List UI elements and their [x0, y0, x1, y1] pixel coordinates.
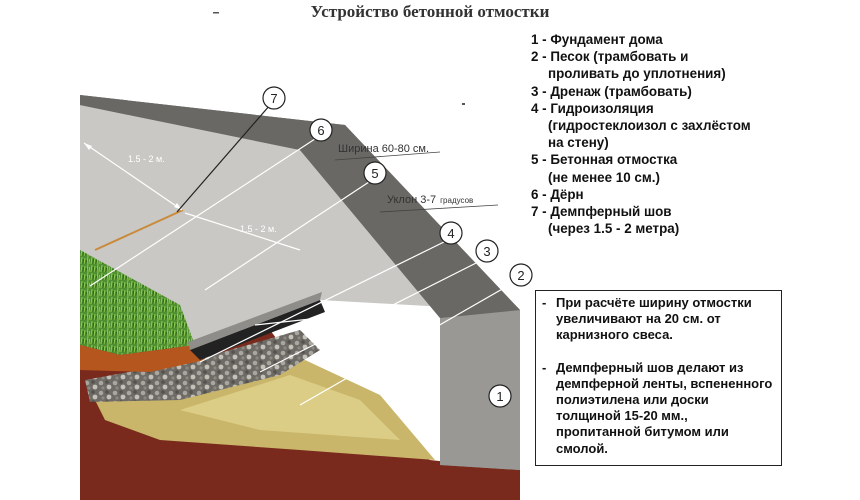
- legend-line: проливать до уплотнения): [548, 66, 726, 82]
- legend-line: 1 - Фундамент дома: [531, 32, 663, 47]
- legend: 1 - Фундамент дома 2 - Песок (трамбовать …: [531, 31, 851, 237]
- callout-5: 5: [363, 161, 387, 185]
- callout-1-number: 1: [496, 389, 503, 404]
- damper-joint: [94, 209, 184, 251]
- callout-4: 4: [439, 221, 463, 245]
- callout-2: 2: [509, 263, 533, 287]
- callout-6: 6: [309, 118, 333, 142]
- note-text-1: При расчёте ширину отмостки увеличивают …: [556, 295, 752, 343]
- leader-2: [299, 279, 519, 406]
- slope-value: Уклон 3-7: [387, 194, 436, 206]
- dim-arrow-width: [254, 317, 321, 326]
- leader-6: [89, 136, 319, 287]
- leader-3: [259, 257, 487, 373]
- callout-5-number: 5: [371, 166, 378, 181]
- legend-line: 2 - Песок (трамбовать и: [531, 49, 689, 65]
- sand-highlight: [180, 375, 400, 440]
- legend-line: 5 - Бетонная отмостка: [531, 152, 678, 168]
- callout-7-number: 7: [270, 91, 277, 106]
- slab-edge: [188, 292, 322, 350]
- concrete-blind-area: [80, 95, 500, 350]
- leader-7: [176, 104, 271, 213]
- grass-turf: [80, 250, 195, 355]
- legend-line: 4 - Гидроизоляция: [531, 100, 654, 116]
- callout-1: 1: [488, 384, 512, 408]
- leader-4: [199, 239, 449, 363]
- legend-line: 3 - Дренаж (трамбовать): [531, 83, 692, 99]
- legend-line: (гидростеклоизол с захлёстом: [548, 118, 751, 134]
- callout-4-number: 4: [447, 226, 454, 241]
- note-item: - Демпферный шов делают из демпферной ле…: [542, 360, 775, 457]
- dim-label-mid: 1.5 - 2 м.: [240, 224, 277, 234]
- legend-line: (не менее 10 см.): [548, 169, 660, 185]
- leader-5: [204, 179, 373, 291]
- legend-line: (через 1.5 - 2 метра): [548, 221, 680, 237]
- diagram-title: Устройство бетонной отмостки: [310, 2, 550, 21]
- gravel-drainage: [85, 330, 320, 402]
- callout-2-number: 2: [517, 268, 524, 283]
- note-text-2: Демпферный шов делают из демпферной лент…: [556, 359, 773, 456]
- note-item: - При расчёте ширину отмостки увеличиваю…: [542, 295, 775, 344]
- leader-width: [334, 151, 441, 161]
- legend-line: 7 - Демпферный шов: [531, 204, 672, 220]
- callout-7: 7: [262, 86, 286, 110]
- waterproofing-layer: [190, 300, 325, 360]
- callout-3-number: 3: [483, 244, 490, 259]
- slope-label: Уклон 3-7 градусов: [387, 194, 473, 206]
- note-dash: -: [542, 359, 547, 375]
- dim-label-top: 1.5 - 2 м.: [128, 154, 165, 164]
- dim-arrow-mid: [184, 212, 301, 251]
- foundation-front-face: [440, 310, 520, 470]
- legend-line: 6 - Дёрн: [531, 186, 584, 202]
- stray-mark-top: [213, 12, 219, 14]
- dim-arrow-top: [83, 142, 183, 211]
- turf-soil: [80, 345, 205, 372]
- note-dash: -: [542, 295, 547, 310]
- slope-unit: градусов: [440, 196, 473, 205]
- note-gap: [542, 344, 775, 360]
- dim-arrowhead-top-start: [84, 143, 92, 150]
- foundation-top: [80, 95, 520, 318]
- width-label: Ширина 60-80 см.: [338, 143, 429, 155]
- legend-line: на стену): [548, 135, 609, 151]
- stray-mark-mid: [462, 103, 465, 105]
- notes-box: - При расчёте ширину отмостки увеличиваю…: [535, 290, 782, 466]
- callout-3: 3: [475, 239, 499, 263]
- leader-slope: [379, 204, 499, 213]
- callout-6-number: 6: [317, 123, 324, 138]
